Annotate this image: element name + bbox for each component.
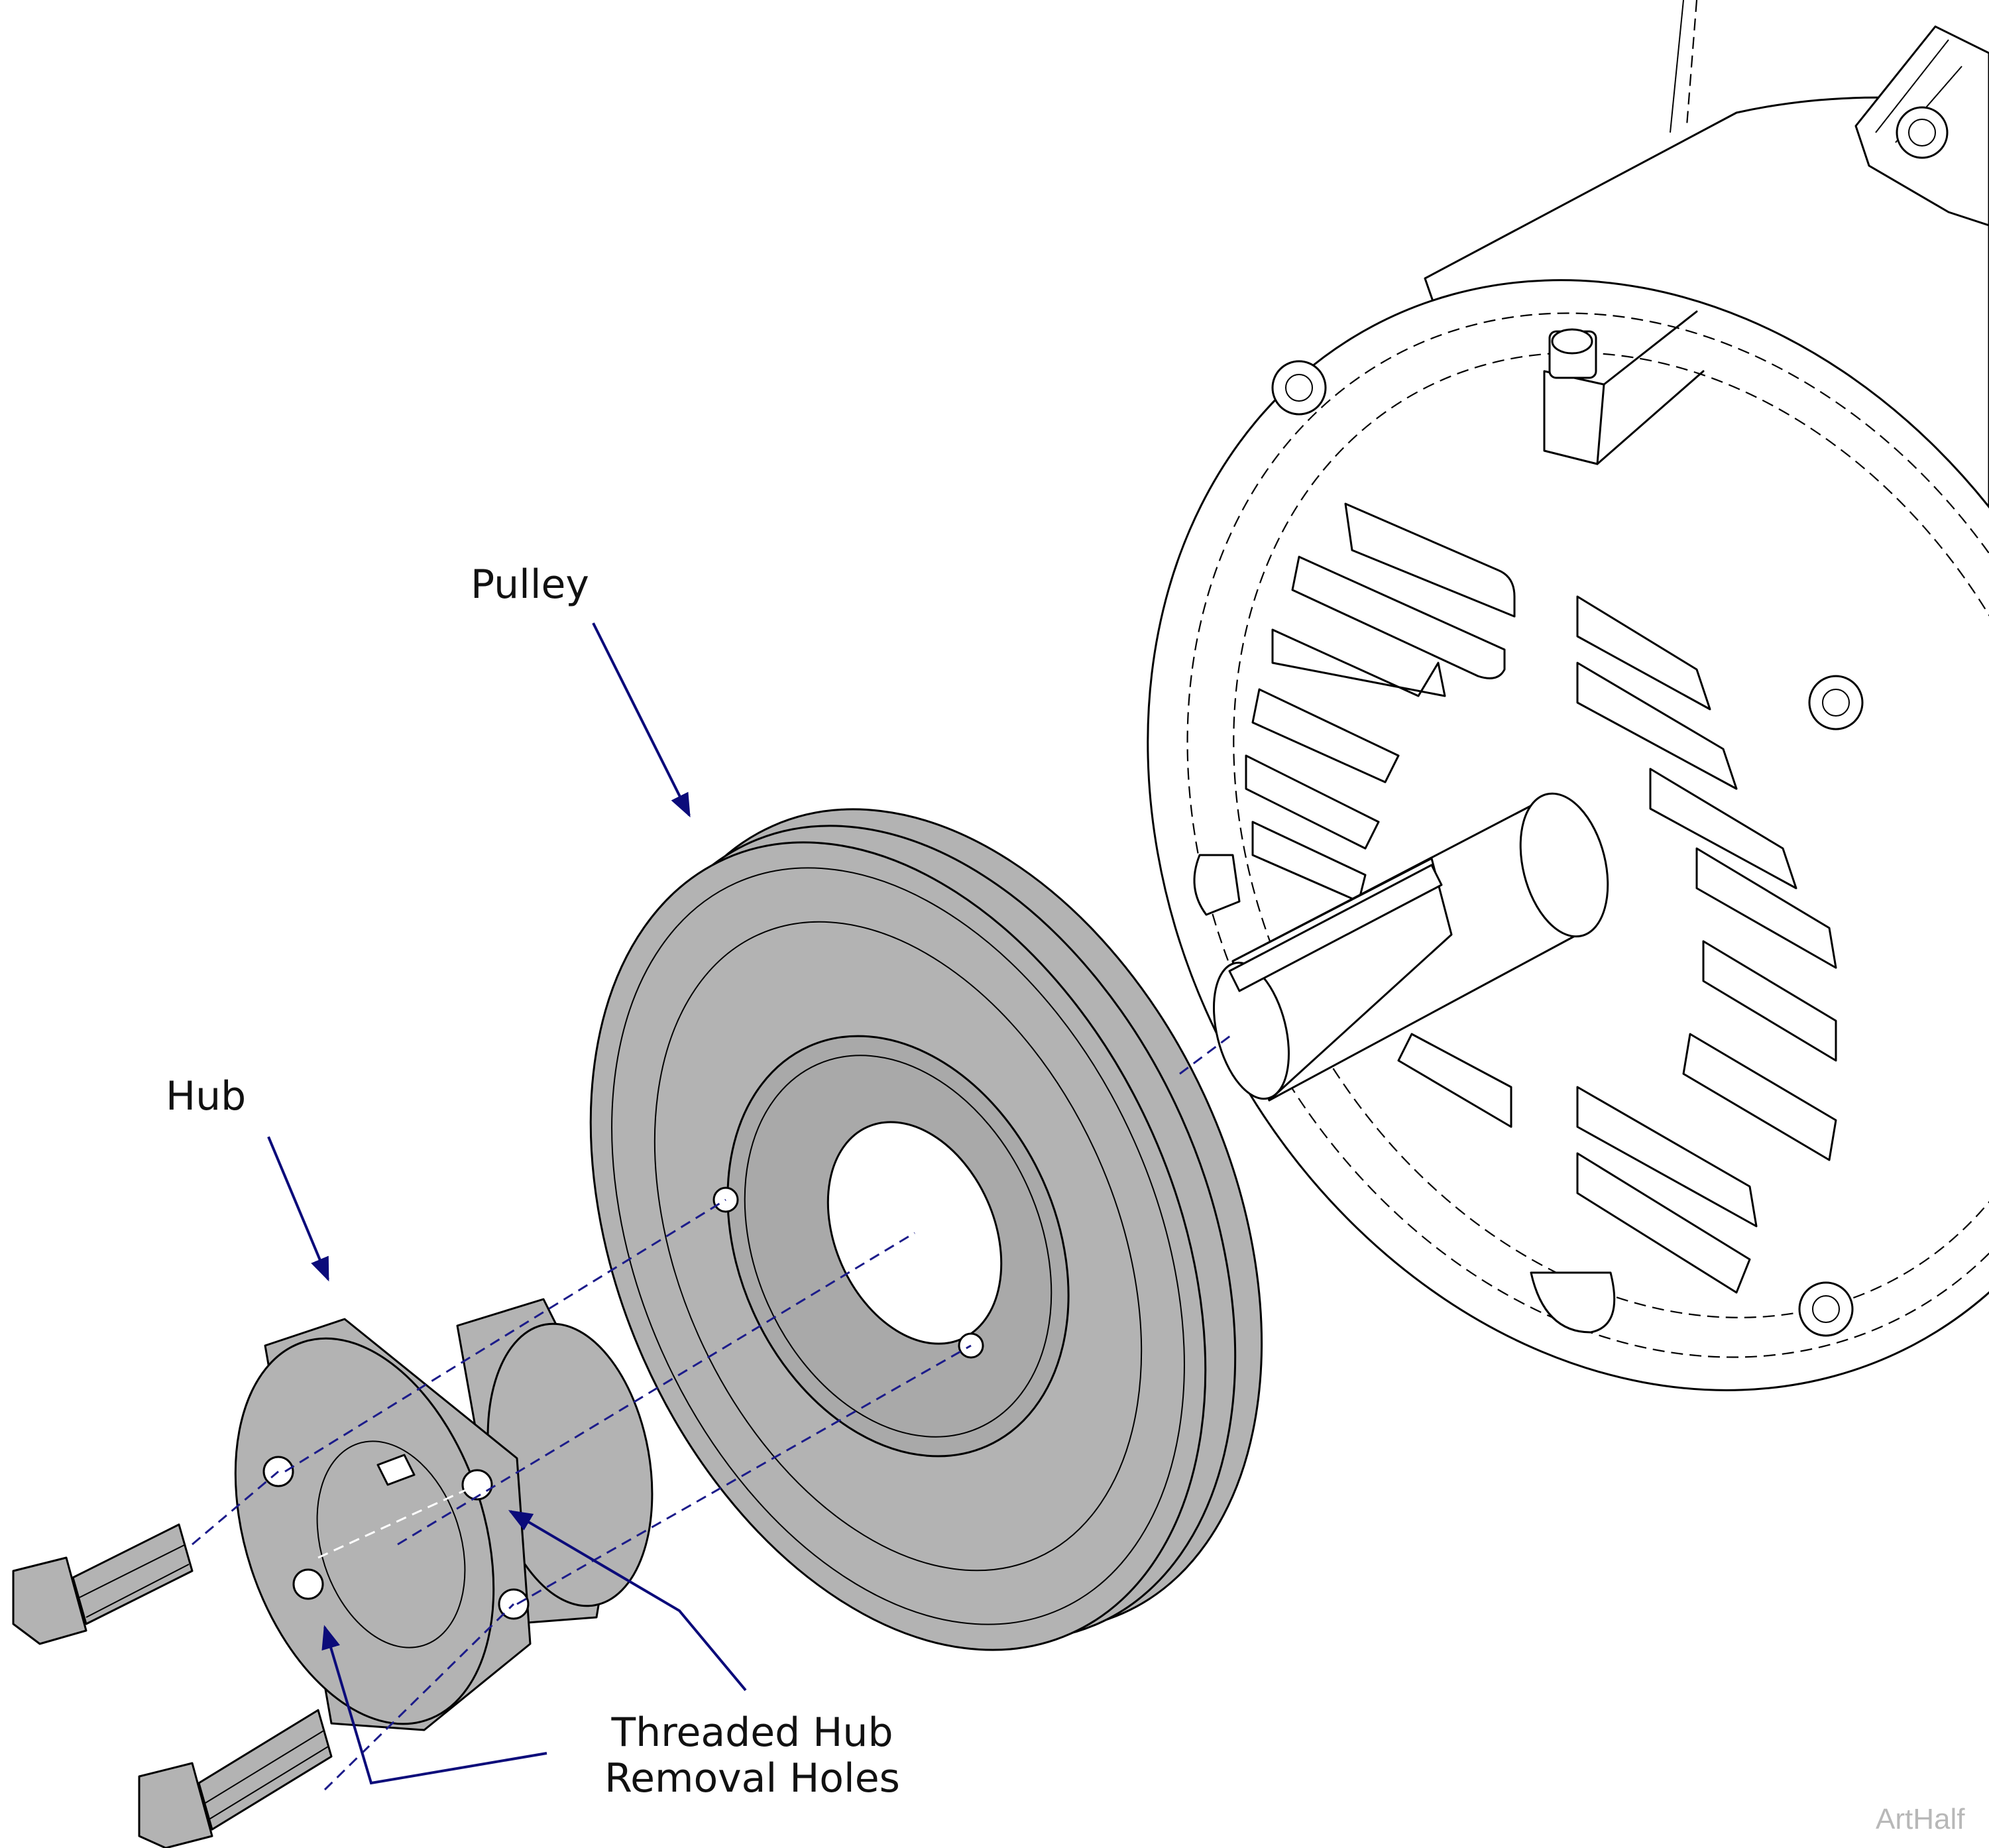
pulley-label: Pulley — [471, 561, 589, 608]
holes-label-line-1: Threaded Hub — [611, 1709, 893, 1756]
pulley-leader — [592, 622, 691, 818]
bolt-upper — [12, 1523, 194, 1645]
holes-leader-right — [508, 1510, 747, 1692]
leader-lines — [267, 622, 747, 1785]
motor-shaft — [1213, 792, 1609, 1102]
holes-leader-left — [321, 1625, 547, 1785]
end-bell-bolt-top-left — [1271, 360, 1327, 416]
bolt-lower — [138, 1709, 333, 1848]
hub-threaded-hole-left — [292, 1568, 324, 1600]
pulley — [589, 808, 1263, 1651]
hub-bore — [316, 1440, 466, 1648]
watermark: ArtHalf — [1876, 1803, 1965, 1835]
end-bell-bolt-bottom-right — [1798, 1281, 1854, 1337]
threaded-hub-removal-holes-label: Threaded Hub Removal Holes — [593, 1710, 911, 1802]
hub-leader — [267, 1136, 329, 1282]
mount-bracket — [1854, 25, 1989, 227]
hub-label: Hub — [166, 1073, 247, 1120]
motor — [1147, 0, 1989, 1391]
shaft-keyway — [1228, 864, 1443, 992]
holes-label-line-2: Removal Holes — [604, 1755, 900, 1802]
shaft-end — [1213, 961, 1290, 1100]
hub — [234, 1298, 654, 1731]
end-bell-bolt-right — [1808, 675, 1864, 730]
ventilation-slots — [1245, 502, 1837, 1294]
assembly-axis-lines — [192, 1033, 1233, 1791]
end-bell-foot — [1530, 1271, 1616, 1334]
grease-fitting — [1543, 310, 1705, 465]
